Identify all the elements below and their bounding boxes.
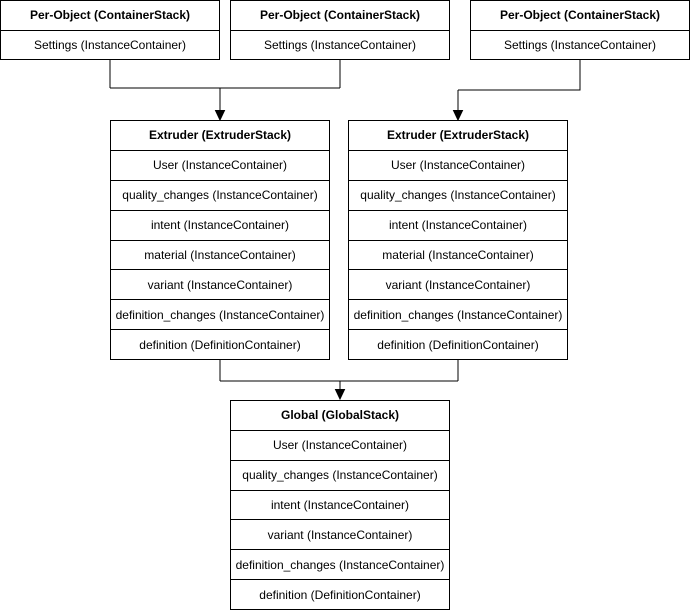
stack-row: definition_changes (InstanceContainer) — [231, 549, 449, 579]
arrowhead-extruder1 — [214, 110, 226, 122]
stack-row: quality_changes (InstanceContainer) — [349, 179, 567, 210]
stack-row: Settings (InstanceContainer) — [471, 29, 689, 60]
stack-row: Settings (InstanceContainer) — [1, 29, 219, 60]
stack-row: variant (InstanceContainer) — [111, 269, 329, 299]
stack-row: Settings (InstanceContainer) — [231, 29, 449, 60]
stack-row: User (InstanceContainer) — [111, 149, 329, 180]
stack-row: definition (DefinitionContainer) — [111, 329, 329, 359]
connector-perobject3-drop — [458, 60, 581, 91]
stack-title: Per-Object (ContainerStack) — [259, 8, 421, 23]
stack-row: material (InstanceContainer) — [111, 239, 329, 270]
stack-row: intent (InstanceContainer) — [111, 209, 329, 240]
stack-title: Per-Object (ContainerStack) — [499, 8, 661, 23]
arrowhead-extruder2 — [452, 110, 464, 122]
per-object-stack-3: Per-Object (ContainerStack) Settings (Ins… — [470, 0, 690, 60]
stack-row: intent (InstanceContainer) — [349, 209, 567, 240]
per-object-stack-1: Per-Object (ContainerStack) Settings (Ins… — [0, 0, 220, 60]
per-object-stack-2: Per-Object (ContainerStack) Settings (Ins… — [230, 0, 450, 60]
global-stack: Global (GlobalStack) User (InstanceContai… — [230, 400, 450, 610]
stack-row: definition_changes (InstanceContainer) — [349, 299, 567, 329]
extruder-stack-2: Extruder (ExtruderStack) User (InstanceCo… — [348, 120, 568, 360]
stack-row: variant (InstanceContainer) — [349, 269, 567, 299]
stack-title: Extruder (ExtruderStack) — [386, 128, 530, 143]
stack-row: definition (DefinitionContainer) — [231, 579, 449, 609]
stack-title: Per-Object (ContainerStack) — [29, 8, 191, 23]
stack-row: User (InstanceContainer) — [231, 429, 449, 460]
stack-title: Extruder (ExtruderStack) — [148, 128, 292, 143]
stack-title: Global (GlobalStack) — [280, 408, 400, 423]
stack-row: definition (DefinitionContainer) — [349, 329, 567, 359]
arrowhead-global — [334, 389, 346, 401]
stack-row: material (InstanceContainer) — [349, 239, 567, 270]
stack-row: intent (InstanceContainer) — [231, 489, 449, 520]
stack-row: variant (InstanceContainer) — [231, 519, 449, 549]
stack-row: definition_changes (InstanceContainer) — [111, 299, 329, 329]
extruder-stack-1: Extruder (ExtruderStack) User (InstanceCo… — [110, 120, 330, 360]
stack-row: quality_changes (InstanceContainer) — [231, 459, 449, 490]
stack-row: quality_changes (InstanceContainer) — [111, 179, 329, 210]
stack-row: User (InstanceContainer) — [349, 149, 567, 180]
